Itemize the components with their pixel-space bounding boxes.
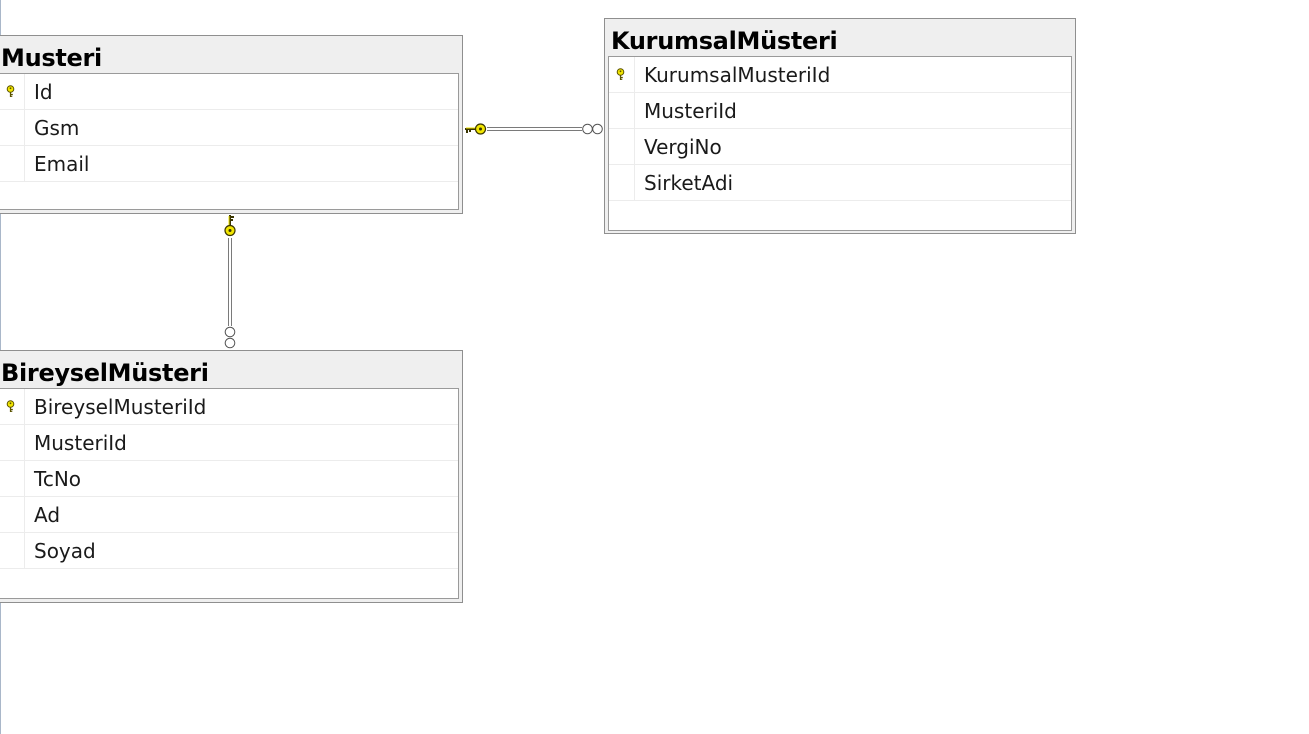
- key-icon: [224, 215, 236, 237]
- column-name: SirketAdi: [644, 171, 734, 195]
- relationship-musteri-kurumsal[interactable]: [465, 123, 603, 135]
- column-row-musteri-id[interactable]: MusteriId: [609, 93, 1071, 129]
- infinity-icon: [224, 326, 236, 349]
- row-selector[interactable]: [609, 129, 635, 165]
- table-kurumsal-musteri[interactable]: KurumsalMüsteri KurumsalMusteriId Muster…: [604, 18, 1076, 234]
- row-selector[interactable]: [0, 497, 25, 533]
- column-name: MusteriId: [34, 431, 127, 455]
- table-bireysel-musteri[interactable]: BireyselMüsteri BireyselMusteriId Muster…: [0, 350, 463, 603]
- column-row-gsm[interactable]: Gsm: [0, 110, 458, 146]
- column-name: TcNo: [34, 467, 82, 491]
- column-name: Ad: [34, 503, 61, 527]
- table-title-bireysel-musteri[interactable]: BireyselMüsteri: [1, 359, 209, 387]
- infinity-icon: [582, 123, 603, 135]
- column-row-tc-no[interactable]: TcNo: [0, 461, 458, 497]
- relationship-musteri-bireysel[interactable]: [224, 215, 236, 349]
- key-icon: [465, 123, 487, 135]
- column-name: VergiNo: [644, 135, 722, 159]
- primary-key-icon: [6, 400, 15, 412]
- column-row-ad[interactable]: Ad: [0, 497, 458, 533]
- row-selector[interactable]: [0, 461, 25, 497]
- primary-key-icon: [616, 68, 625, 80]
- row-selector[interactable]: [0, 146, 25, 182]
- column-name: KurumsalMusteriId: [644, 63, 831, 87]
- primary-key-icon: [6, 85, 15, 97]
- column-name: MusteriId: [644, 99, 737, 123]
- column-row-vergi-no[interactable]: VergiNo: [609, 129, 1071, 165]
- column-name: Soyad: [34, 539, 96, 563]
- row-selector[interactable]: [0, 74, 25, 110]
- column-row-soyad[interactable]: Soyad: [0, 533, 458, 569]
- column-name: Gsm: [34, 116, 80, 140]
- row-selector[interactable]: [609, 93, 635, 129]
- row-selector[interactable]: [0, 533, 25, 569]
- column-row-kurumsal-musteri-id[interactable]: KurumsalMusteriId: [609, 57, 1071, 93]
- table-body-musteri: Id Gsm Email: [0, 73, 459, 210]
- column-name: BireyselMusteriId: [34, 395, 207, 419]
- column-row-id[interactable]: Id: [0, 74, 458, 110]
- row-selector[interactable]: [0, 389, 25, 425]
- row-selector[interactable]: [609, 57, 635, 93]
- column-row-sirket-adi[interactable]: SirketAdi: [609, 165, 1071, 201]
- table-body-bireysel-musteri: BireyselMusteriId MusteriId TcNo Ad Soya…: [0, 388, 459, 599]
- row-selector[interactable]: [0, 425, 25, 461]
- column-name: Email: [34, 152, 90, 176]
- table-title-musteri[interactable]: Musteri: [1, 44, 102, 72]
- column-row-musteri-id[interactable]: MusteriId: [0, 425, 458, 461]
- row-selector[interactable]: [0, 110, 25, 146]
- column-row-bireysel-musteri-id[interactable]: BireyselMusteriId: [0, 389, 458, 425]
- column-row-email[interactable]: Email: [0, 146, 458, 182]
- table-title-kurumsal-musteri[interactable]: KurumsalMüsteri: [611, 27, 838, 55]
- table-musteri[interactable]: Musteri Id Gsm Email: [0, 35, 463, 214]
- row-selector[interactable]: [609, 165, 635, 201]
- column-name: Id: [34, 80, 53, 104]
- table-body-kurumsal-musteri: KurumsalMusteriId MusteriId VergiNo Sirk…: [608, 56, 1072, 231]
